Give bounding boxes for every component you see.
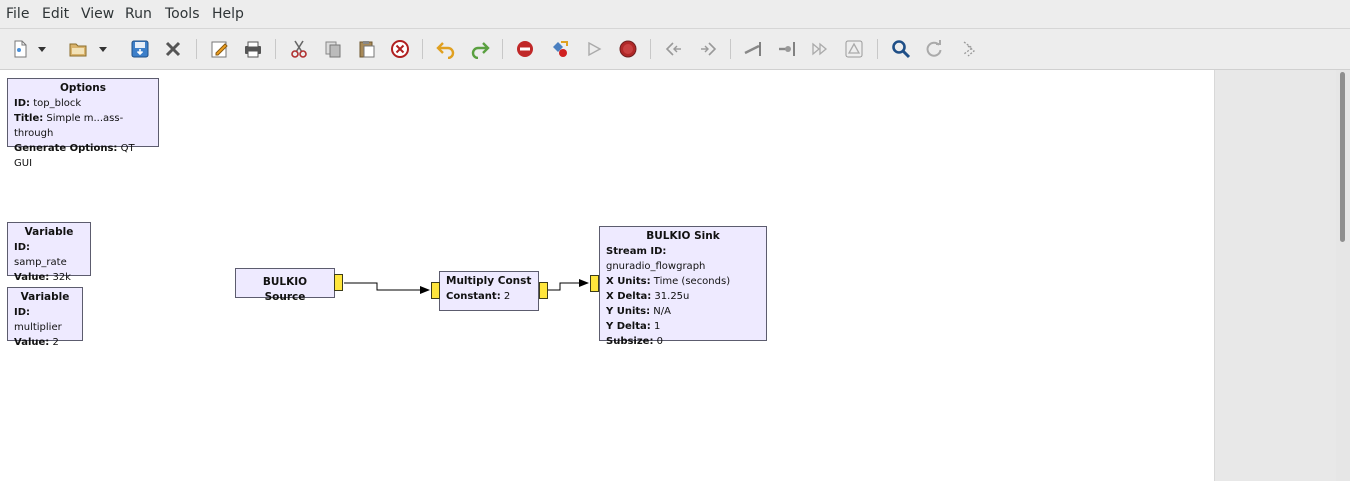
stop-sign-icon[interactable] — [513, 37, 537, 61]
stream-id-value: gnuradio_flowgraph — [606, 261, 706, 272]
generate-options-value: QT GUI — [14, 143, 135, 169]
edit-icon[interactable] — [208, 37, 232, 61]
flowgraph-canvas[interactable]: Options ID: top_block Title: Simple m...… — [0, 70, 1214, 481]
dropdown-arrow-icon[interactable] — [35, 37, 49, 61]
wire-source-to-multiply[interactable] — [344, 282, 430, 294]
variable-block-samp-rate[interactable]: Variable ID: samp_rate Value: 32k — [7, 222, 91, 283]
id-label: ID: — [14, 242, 31, 253]
menu-help[interactable]: Help — [212, 6, 244, 22]
multiply-const-in-port[interactable] — [431, 282, 440, 299]
toolbar-separator — [730, 39, 731, 59]
toolbar-separator — [275, 39, 276, 59]
block-title: Options — [60, 82, 106, 94]
multiply-const-block[interactable]: Multiply Const Constant: 2 — [439, 271, 539, 311]
stream-id-label: Stream ID: — [606, 246, 667, 257]
close-icon[interactable] — [161, 37, 185, 61]
block-title: BULKIO Sink — [646, 230, 720, 242]
toolbar-separator — [650, 39, 651, 59]
block-title: Variable — [24, 226, 74, 238]
delete-icon[interactable] — [388, 37, 412, 61]
constant-value: 2 — [500, 291, 511, 302]
toolbar-separator — [502, 39, 503, 59]
multiply-const-out-port[interactable] — [539, 282, 548, 299]
side-panel — [1214, 70, 1337, 481]
bulkio-sink-in-port[interactable] — [590, 275, 599, 292]
toolbar-separator — [877, 39, 878, 59]
rotate-cw-icon[interactable] — [696, 37, 720, 61]
id-value: samp_rate — [14, 257, 67, 268]
paste-icon[interactable] — [355, 37, 379, 61]
bypass-icon[interactable] — [808, 37, 832, 61]
wire-multiply-to-sink[interactable] — [548, 279, 589, 291]
id-label: ID: — [14, 307, 31, 318]
menu-bar: File Edit View Run Tools Help — [0, 0, 1350, 29]
scrollbar-thumb[interactable] — [1340, 72, 1345, 242]
bulkio-source-out-port[interactable] — [334, 274, 343, 291]
id-value: top_block — [30, 98, 82, 109]
generate-icon[interactable] — [548, 37, 572, 61]
dropdown-arrow-icon[interactable] — [96, 37, 110, 61]
menu-file[interactable]: File — [6, 6, 30, 22]
y-delta-value: 1 — [650, 321, 661, 332]
redo-icon[interactable] — [468, 37, 492, 61]
new-icon[interactable] — [8, 37, 32, 61]
block-title: Variable — [20, 291, 70, 303]
find-icon[interactable] — [889, 37, 913, 61]
menu-run[interactable]: Run — [125, 6, 152, 22]
run-icon[interactable] — [582, 37, 606, 61]
vertical-scrollbar[interactable] — [1336, 70, 1350, 481]
id-value: multiplier — [14, 322, 62, 333]
subsize-value: 0 — [653, 336, 664, 347]
kill-icon[interactable] — [616, 37, 640, 61]
cut-icon[interactable] — [287, 37, 311, 61]
title-value: Simple m...ass-through — [14, 113, 124, 139]
save-icon[interactable] — [128, 37, 152, 61]
disable-icon[interactable] — [775, 37, 799, 61]
bulkio-source-block[interactable]: BULKIO Source — [235, 268, 335, 303]
y-units-value: N/A — [650, 306, 671, 317]
connection-wires — [344, 279, 589, 294]
rotate-ccw-icon[interactable] — [662, 37, 686, 61]
value-label: Value: — [14, 337, 50, 348]
title-label: Title: — [14, 113, 44, 124]
block-title: Multiply Const — [446, 275, 532, 287]
subsize-label: Subsize: — [606, 336, 654, 347]
id-label: ID: — [14, 98, 31, 109]
bulkio-sink-block[interactable]: BULKIO Sink Stream ID: gnuradio_flowgrap… — [599, 226, 767, 347]
constant-label: Constant: — [446, 291, 501, 302]
menu-tools[interactable]: Tools — [165, 6, 200, 22]
variable-block-multiplier[interactable]: Variable ID: multiplier Value: 2 — [7, 287, 83, 348]
x-units-value: Time (seconds) — [650, 276, 731, 287]
undo-icon[interactable] — [434, 37, 458, 61]
block-title: BULKIO Source — [262, 276, 308, 303]
value-value: 2 — [49, 337, 59, 348]
value-label: Value: — [14, 272, 50, 283]
y-units-label: Y Units: — [606, 306, 651, 317]
value-value: 32k — [49, 272, 71, 283]
x-delta-value: 31.25u — [651, 291, 690, 302]
enable-icon[interactable] — [741, 37, 765, 61]
x-delta-label: X Delta: — [606, 291, 652, 302]
copy-icon[interactable] — [321, 37, 345, 61]
menu-edit[interactable]: Edit — [42, 6, 70, 22]
toolbar-separator — [196, 39, 197, 59]
x-units-label: X Units: — [606, 276, 651, 287]
toolbar-separator — [422, 39, 423, 59]
toolbar — [0, 29, 1350, 70]
open-icon[interactable] — [66, 37, 90, 61]
print-icon[interactable] — [241, 37, 265, 61]
errors-icon[interactable] — [956, 37, 980, 61]
generate-options-label: Generate Options: — [14, 143, 118, 154]
menu-view[interactable]: View — [81, 6, 115, 22]
options-block[interactable]: Options ID: top_block Title: Simple m...… — [7, 78, 159, 169]
create-hier-icon[interactable] — [842, 37, 866, 61]
reload-icon[interactable] — [922, 37, 946, 61]
y-delta-label: Y Delta: — [606, 321, 651, 332]
